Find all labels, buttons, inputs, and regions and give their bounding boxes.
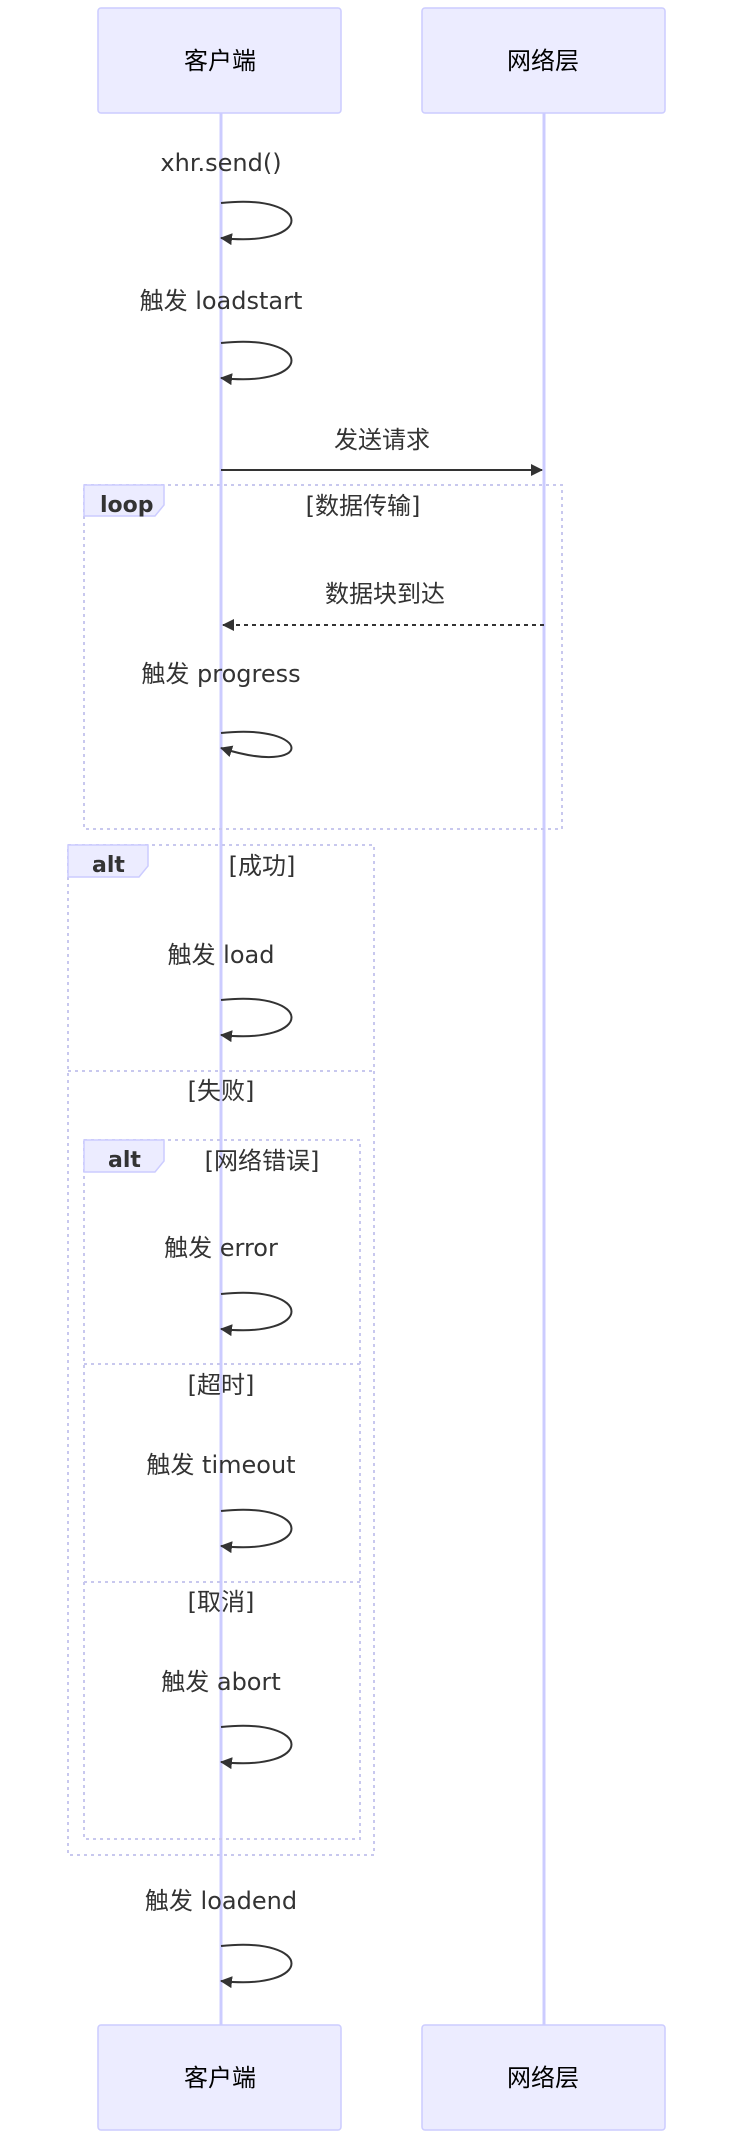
actor-network-top-label: 网络层 [507, 47, 579, 75]
loop-condition: [数据传输] [306, 492, 421, 520]
actor-client-top: 客户端 [97, 7, 342, 114]
message-abort: 触发 abort [161, 1668, 293, 1770]
message-progress-label: 触发 progress [141, 660, 300, 688]
alt-inner-condition: [网络错误] [205, 1147, 320, 1175]
message-send: xhr.send() [160, 149, 293, 246]
alt-inner-tag: alt [108, 1148, 141, 1173]
loop-tag: loop [100, 493, 154, 518]
actor-client-top-label: 客户端 [184, 47, 256, 75]
alt-outer-tag: alt [92, 853, 125, 878]
message-progress: 触发 progress [141, 660, 301, 758]
alt-outer-else-condition: [失败] [188, 1077, 255, 1105]
alt-frame-inner: alt [网络错误] [超时] [取消] [83, 1139, 361, 1840]
alt-frame-outer: alt [成功] [失败] [67, 844, 375, 1856]
message-error: 触发 error [164, 1234, 293, 1337]
message-loadstart: 触发 loadstart [140, 287, 303, 386]
message-loadend-label: 触发 loadend [145, 1887, 297, 1915]
message-send-label: xhr.send() [160, 149, 281, 177]
alt-outer-condition: [成功] [229, 852, 296, 880]
message-chunk: 数据块到达 [222, 580, 544, 631]
alt-inner-else2-condition: [取消] [188, 1588, 255, 1616]
message-error-label: 触发 error [164, 1234, 278, 1262]
loop-frame: loop [数据传输] [83, 484, 563, 830]
message-abort-label: 触发 abort [161, 1668, 281, 1696]
actor-client-bottom: 客户端 [97, 2024, 342, 2131]
actor-network-top: 网络层 [421, 7, 666, 114]
message-chunk-label: 数据块到达 [325, 580, 445, 608]
actor-client-bottom-label: 客户端 [184, 2064, 256, 2092]
actor-network-bottom-label: 网络层 [507, 2064, 579, 2092]
message-loadend: 触发 loadend [145, 1887, 297, 1989]
actor-network-bottom: 网络层 [421, 2024, 666, 2131]
message-load-label: 触发 load [168, 941, 275, 969]
message-request: 发送请求 [221, 426, 543, 476]
message-loadstart-label: 触发 loadstart [140, 287, 303, 315]
message-timeout: 触发 timeout [146, 1451, 296, 1554]
message-request-label: 发送请求 [334, 426, 430, 454]
alt-inner-else1-condition: [超时] [188, 1371, 255, 1399]
message-load: 触发 load [168, 941, 293, 1043]
message-timeout-label: 触发 timeout [146, 1451, 295, 1479]
